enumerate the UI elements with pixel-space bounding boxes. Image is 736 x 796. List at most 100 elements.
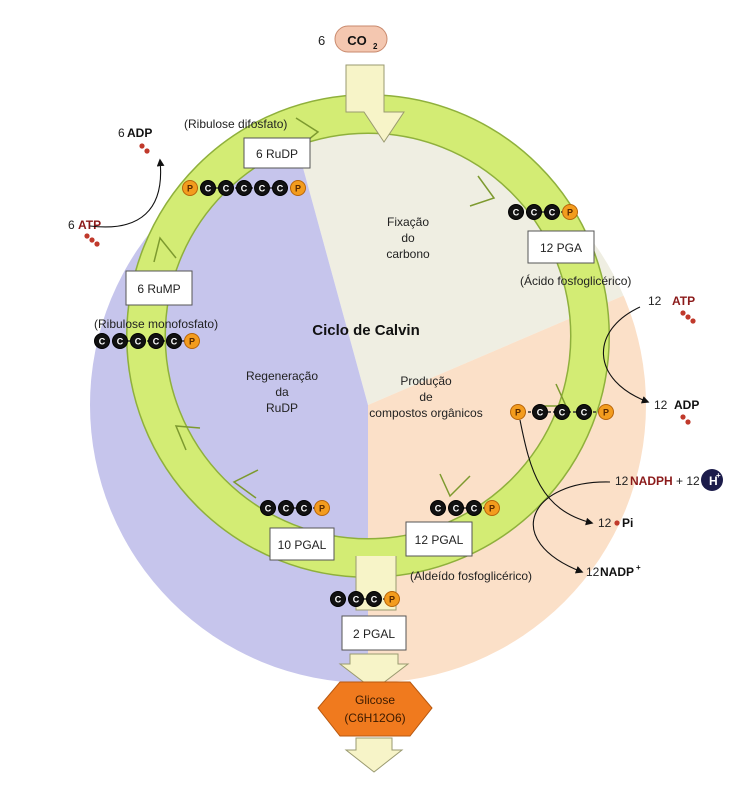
phosphate-atom: [314, 500, 330, 516]
glucose: Glicose (C6H12O6): [317, 681, 433, 737]
carbon-atom-label: C: [259, 184, 266, 194]
nadph-plus: + 12: [676, 474, 700, 488]
energy-exchange: 6 ADP 6 ATP 12 ATP 12 ADP 12 NADPH + 12 …: [68, 126, 723, 579]
carbon-atom: [94, 333, 110, 349]
carbon-atom: [430, 500, 446, 516]
carbon-atom-label: C: [241, 184, 248, 194]
phosphate-atom: [484, 500, 500, 516]
phosphate-atom: [184, 333, 200, 349]
phase-production-line-3: compostos orgânicos: [369, 406, 482, 420]
atp6-label: ATP: [78, 218, 101, 232]
rump-box: [125, 270, 193, 306]
phosphate-atom: [290, 180, 306, 196]
phosphate-atom-label: P: [489, 504, 495, 514]
phosphate-atom-label: P: [515, 408, 521, 418]
carbon-atom-label: C: [277, 184, 284, 194]
phosphate-atom-label: P: [389, 595, 395, 605]
phase-regeneration-line-2: da: [275, 385, 289, 399]
atp12-dots: [680, 310, 696, 324]
carbon-atom: [526, 204, 542, 220]
pga-box: [527, 230, 595, 264]
carbon-atom: [448, 500, 464, 516]
ring-chevron: [232, 469, 259, 499]
carbon-atom: [330, 591, 346, 607]
pgal12-box: [405, 521, 473, 557]
phosphate-atom-label: P: [603, 408, 609, 418]
compound-boxes: 6 RuDP 12 PGA 6 RuMP 10 PGAL 12 PGAL 2 P…: [125, 137, 595, 651]
ring-chevron: [439, 473, 471, 498]
pi-dot: [614, 520, 620, 526]
carbon-atom-label: C: [117, 337, 124, 347]
phosphate-atom: [510, 404, 526, 420]
phase-fixation-line-3: carbono: [386, 247, 430, 261]
adp6-label: ADP: [127, 126, 152, 140]
carbon-atom-label: C: [301, 504, 308, 514]
rudp-box-label: 6 RuDP: [256, 147, 298, 161]
adp6-dots: [139, 143, 150, 154]
phase-regeneration-line-3: RuDP: [266, 401, 298, 415]
phosphate-atom: [182, 180, 198, 196]
phosphate-atom: [384, 591, 400, 607]
carbon-atom: [554, 404, 570, 420]
nadp-sup: +: [636, 563, 641, 572]
carbon-atom: [130, 333, 146, 349]
pgal2-box-label: 2 PGAL: [353, 627, 395, 641]
phosphate-atom-label: P: [295, 184, 301, 194]
atp12-count: 12: [648, 294, 662, 308]
carbon-atom-label: C: [205, 184, 212, 194]
phase-fixation-line-1: Fixação: [387, 215, 429, 229]
carbon-atom-label: C: [581, 408, 588, 418]
carbon-atom-label: C: [353, 595, 360, 605]
atp12-adp12-arrow: [602, 306, 650, 404]
pgal10-box: [269, 527, 335, 561]
phase-labels: Fixação do carbono Produção de compostos…: [246, 215, 483, 420]
phosphate-atom: [598, 404, 614, 420]
carbon-atom: [576, 404, 592, 420]
nadph-count: 12: [615, 474, 629, 488]
cycle-title: Ciclo de Calvin: [312, 322, 420, 339]
nadph-label: NADPH: [630, 474, 673, 488]
carbon-atom: [200, 180, 216, 196]
carbon-atom-label: C: [223, 184, 230, 194]
pi-label: Pi: [622, 516, 633, 530]
carbon-atom-label: C: [537, 408, 544, 418]
carbon-atom: [532, 404, 548, 420]
glucose-label: Glicose: [355, 693, 395, 707]
phase-fixation-line-2: do: [401, 231, 415, 245]
glucose-in-arrow: [338, 653, 410, 691]
carbon-atom-label: C: [435, 504, 442, 514]
carbon-atom: [112, 333, 128, 349]
phase-regeneration-line-1: Regeneração: [246, 369, 318, 383]
pga-box-label: 12 PGA: [540, 241, 582, 255]
carbon-atom: [296, 500, 312, 516]
rudp-box: [243, 137, 311, 169]
carbon-atom: [254, 180, 270, 196]
pi-count: 12: [598, 516, 612, 530]
pga-name: (Ácido fosfoglicérico): [520, 273, 631, 288]
carbon-atom: [508, 204, 524, 220]
co2-subscript: 2: [373, 42, 378, 51]
atp6-count: 6: [68, 218, 75, 232]
co2-entry-arrow: [345, 64, 405, 143]
carbon-atom: [272, 180, 288, 196]
carbon-atom: [236, 180, 252, 196]
nadp-count: 12: [586, 565, 600, 579]
glucose-out-arrow: [344, 737, 404, 773]
phosphate-atom: [562, 204, 578, 220]
rump-box-label: 6 RuMP: [137, 282, 180, 296]
carbon-atom-label: C: [283, 504, 290, 514]
nadph-to-nadp-arrow: [532, 481, 611, 574]
phosphate-atom-label: P: [187, 184, 193, 194]
carbon-atom-label: C: [265, 504, 272, 514]
glucose-hexagon: [317, 681, 433, 737]
carbon-atom-label: C: [453, 504, 460, 514]
carbon-atom-label: C: [471, 504, 478, 514]
phosphate-atom-label: P: [567, 208, 573, 218]
carbon-atom: [466, 500, 482, 516]
rump-name: (Ribulose monofosfato): [94, 317, 218, 331]
